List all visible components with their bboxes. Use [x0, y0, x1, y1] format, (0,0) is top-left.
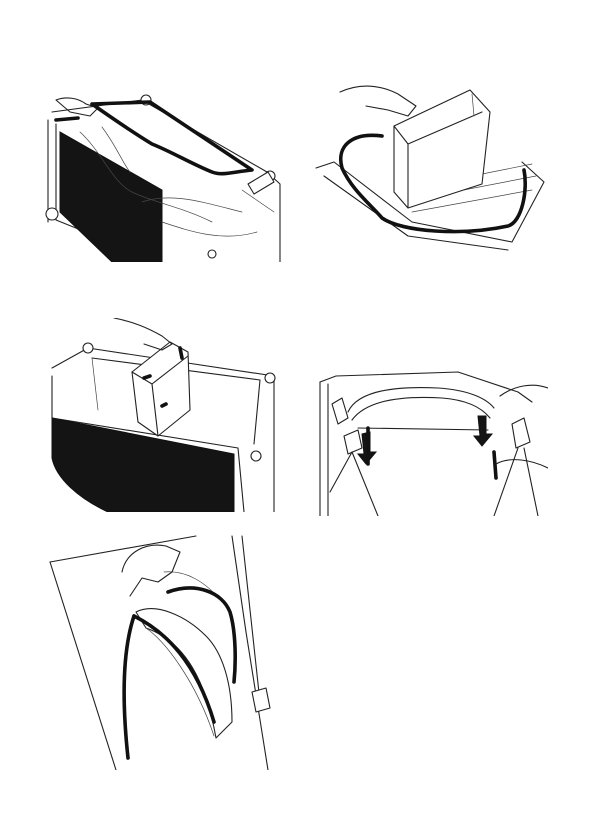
illustration-playpen-mattress: [42, 72, 282, 262]
illustration-lift-insert: [312, 72, 552, 252]
illustration-push-rails: [318, 368, 548, 516]
illustration-fold-insert: [48, 318, 284, 512]
illustration-unzip-panel: [46, 532, 282, 770]
